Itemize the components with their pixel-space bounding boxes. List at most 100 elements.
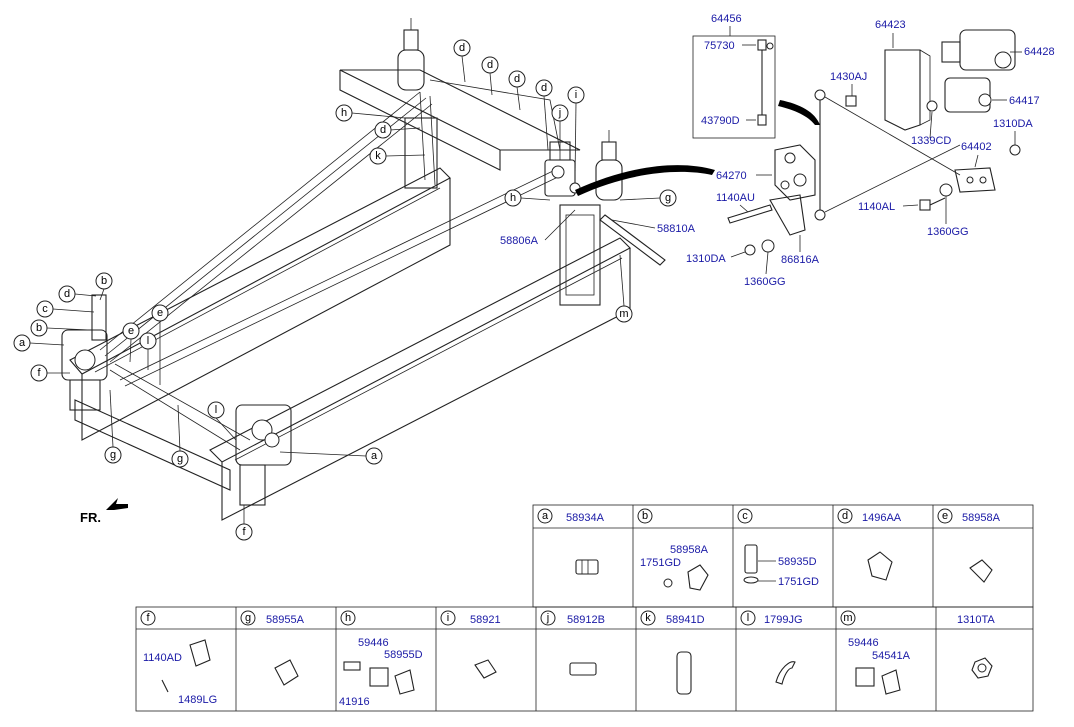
strap-icon: [775, 661, 796, 685]
elbow-fitting-icon: [274, 659, 299, 686]
callout-d: d: [380, 124, 386, 136]
callout-l: l: [147, 335, 149, 347]
legend-cell-e: e 58958A: [937, 508, 1001, 583]
legend-cell-m: m 59446 54541A: [840, 610, 911, 695]
callout-d: d: [541, 82, 547, 94]
legend-subpart: 1140AD: [143, 652, 182, 664]
callout-i: i: [575, 89, 577, 101]
air-spring-rear-right: [559, 130, 623, 306]
legend-cell-c: c 58935D 1751GD: [737, 508, 819, 588]
callout-e: e: [157, 307, 163, 319]
sleeve-icon: [676, 651, 692, 695]
svg-text:l: l: [747, 612, 749, 624]
legend-cell-f: f 1140AD 1489LG: [140, 610, 217, 706]
callout-g: g: [665, 192, 671, 204]
callout-b: b: [101, 275, 107, 287]
part-64428: 64428: [1024, 46, 1055, 58]
part-64423: 64423: [875, 19, 906, 31]
legend-subpart: 54541A: [872, 650, 911, 662]
front-label: FR.: [80, 510, 101, 525]
elbow-fitting-icon: [394, 669, 415, 695]
legend-code: 1799JG: [764, 614, 803, 626]
svg-text:j: j: [546, 612, 549, 624]
svg-text:e: e: [942, 510, 948, 522]
legend-subpart: 58958A: [670, 544, 709, 556]
legend-subpart: 58955D: [384, 649, 423, 661]
part-1339CD: 1339CD: [911, 135, 951, 147]
part-75730: 75730: [704, 40, 735, 52]
part-1310DA-left: 1310DA: [686, 253, 726, 265]
legend-cell-b: b 58958A 1751GD: [637, 508, 709, 591]
svg-text:h: h: [345, 612, 351, 624]
callout-k: k: [375, 150, 381, 162]
elbow-fitting-icon: [474, 659, 497, 679]
legend-cell-h: h 59446 58955D 41916: [339, 610, 423, 708]
legend-subpart: 1489LG: [178, 694, 217, 706]
legend-code: 58921: [470, 614, 501, 626]
block-icon: [369, 667, 389, 687]
callout-g: g: [177, 453, 183, 465]
washer-icon: [743, 576, 759, 584]
svg-text:d: d: [842, 510, 848, 522]
clamp-icon: [189, 639, 211, 667]
svg-text:k: k: [645, 612, 651, 624]
legend-code: 1310TA: [957, 614, 995, 626]
svg-text:f: f: [146, 612, 150, 624]
clip-icon: [867, 551, 893, 581]
callout-markers: h d k d d d d j i h g m: [13, 39, 677, 541]
part-1360GG-right: 1360GG: [927, 226, 969, 238]
brake-assembly-front-right: [235, 404, 292, 506]
legend-code: 58934A: [566, 512, 605, 524]
svg-text:m: m: [843, 612, 852, 624]
callout-d: d: [459, 42, 465, 54]
callout-b: b: [36, 322, 42, 334]
legend-subpart: 1751GD: [640, 557, 681, 569]
callout-c: c: [42, 303, 48, 315]
part-1140AU: 1140AU: [716, 192, 755, 204]
part-64456: 64456: [711, 13, 742, 25]
legend-cell-k: k 58941D: [640, 610, 705, 695]
height-control-parts: 64456 75730 43790D 64423 64428 1430AJ: [500, 13, 1055, 288]
legend-subpart: 59446: [848, 637, 879, 649]
legend-code: 1496AA: [862, 512, 902, 524]
elbow-fitting-icon: [969, 559, 993, 583]
elbow-fitting-icon: [881, 669, 901, 695]
chassis-frame: [61, 18, 820, 521]
legend-code: 58958A: [962, 512, 1001, 524]
callout-e: e: [128, 325, 134, 337]
front-arrow-icon: [106, 498, 128, 510]
fitting-icon: [575, 559, 599, 575]
legend-cell-1310TA: 1310TA: [957, 614, 995, 679]
part-58810A: 58810A: [657, 223, 696, 235]
svg-text:c: c: [742, 510, 748, 522]
part-64417: 64417: [1009, 95, 1040, 107]
svg-text:g: g: [245, 612, 251, 624]
legend-cell-a: a 58934A: [537, 508, 605, 575]
callout-a: a: [19, 337, 26, 349]
callout-m: m: [619, 308, 628, 320]
callout-d: d: [514, 73, 520, 85]
connector-icon: [343, 661, 361, 671]
svg-text:i: i: [447, 612, 449, 624]
svg-text:b: b: [642, 510, 648, 522]
legend-cell-g: g 58955A: [240, 610, 305, 686]
callout-d: d: [487, 59, 493, 71]
legend-subpart: 41916: [339, 696, 370, 708]
air-spring-rear-left: [397, 18, 438, 189]
legend-cell-i: i 58921: [440, 610, 501, 679]
legend-code: 58941D: [666, 614, 705, 626]
legend-subpart: 58935D: [778, 556, 817, 568]
callout-a: a: [371, 450, 378, 462]
bolt-icon: [161, 679, 169, 693]
svg-text:a: a: [542, 510, 549, 522]
callout-f: f: [242, 526, 246, 538]
part-1360GG-left: 1360GG: [744, 276, 786, 288]
legend-table: a 58934A b 58958A 1751GD c 58935D 1751GD…: [135, 504, 1034, 712]
nut-icon: [971, 657, 993, 679]
block-icon: [855, 667, 875, 687]
legend-cell-d: d 1496AA: [837, 508, 902, 581]
callout-f: f: [37, 367, 41, 379]
part-1310DA-right: 1310DA: [993, 118, 1033, 130]
legend-code: 58912B: [567, 614, 605, 626]
